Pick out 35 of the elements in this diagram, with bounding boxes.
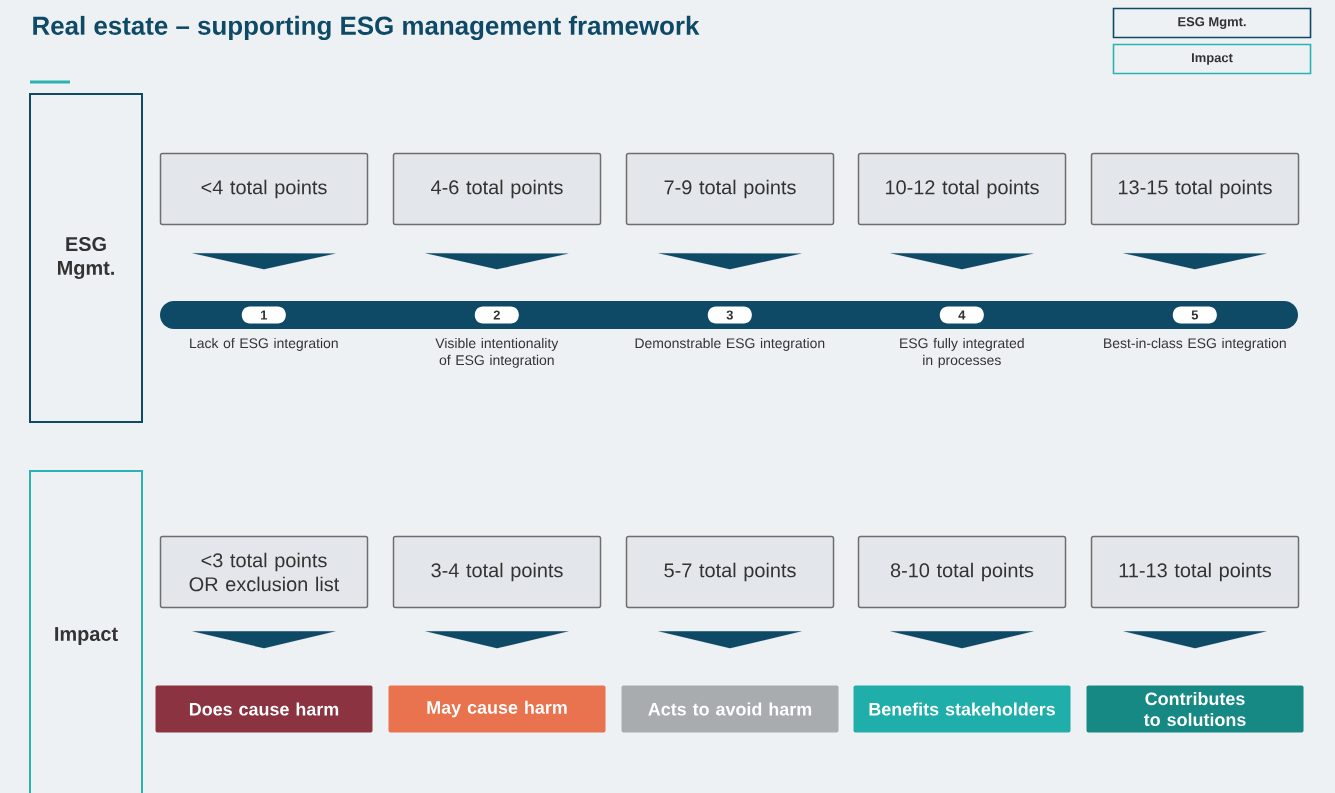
chevron-arrow bbox=[425, 253, 569, 270]
legend-box: ESG Mgmt. bbox=[1112, 7, 1312, 39]
outcome-box: Does cause harm bbox=[155, 685, 373, 733]
category-band: Impact bbox=[29, 470, 143, 793]
chevron-arrow bbox=[890, 631, 1034, 649]
chevron-arrow bbox=[890, 253, 1034, 270]
outcome-box: Contributes to solutions bbox=[1086, 685, 1304, 733]
outcome-box: Acts to avoid harm bbox=[621, 685, 839, 733]
outcome-box: May cause harm bbox=[388, 685, 606, 733]
chevron-arrow bbox=[425, 631, 569, 649]
score-box: 11-13 total points bbox=[1090, 535, 1300, 609]
score-box: 13-15 total points bbox=[1090, 152, 1300, 226]
chevron-arrow bbox=[658, 253, 802, 270]
score-box: 3-4 total points bbox=[392, 535, 602, 609]
legend-box: Impact bbox=[1112, 43, 1312, 75]
outcome-box: Benefits stakeholders bbox=[853, 685, 1071, 733]
level-description: Visible intentionality of ESG integration bbox=[435, 337, 559, 368]
score-box: 7-9 total points bbox=[625, 152, 835, 226]
score-box: 4-6 total points bbox=[392, 152, 602, 226]
chevron-arrow bbox=[1123, 631, 1267, 649]
score-box: 8-10 total points bbox=[857, 535, 1067, 609]
score-box: <3 total points OR exclusion list bbox=[159, 535, 369, 609]
level-description: Lack of ESG integration bbox=[190, 337, 338, 351]
level-description: Best-in-class ESG integration bbox=[1104, 337, 1286, 351]
level-description: Demonstrable ESG integration bbox=[635, 337, 825, 351]
chevron-arrow bbox=[192, 253, 336, 270]
chevron-arrow bbox=[1123, 253, 1267, 270]
score-box: 5-7 total points bbox=[625, 535, 835, 609]
title: Real estate – supporting ESG management framework bbox=[33, 15, 700, 41]
chevron-arrow bbox=[192, 631, 336, 649]
level-description: ESG fully integrated in processes bbox=[900, 337, 1024, 368]
category-band: ESG Mgmt. bbox=[29, 93, 143, 423]
score-box: 10-12 total points bbox=[857, 152, 1067, 226]
chevron-arrow bbox=[658, 631, 802, 649]
score-box: <4 total points bbox=[159, 152, 369, 226]
